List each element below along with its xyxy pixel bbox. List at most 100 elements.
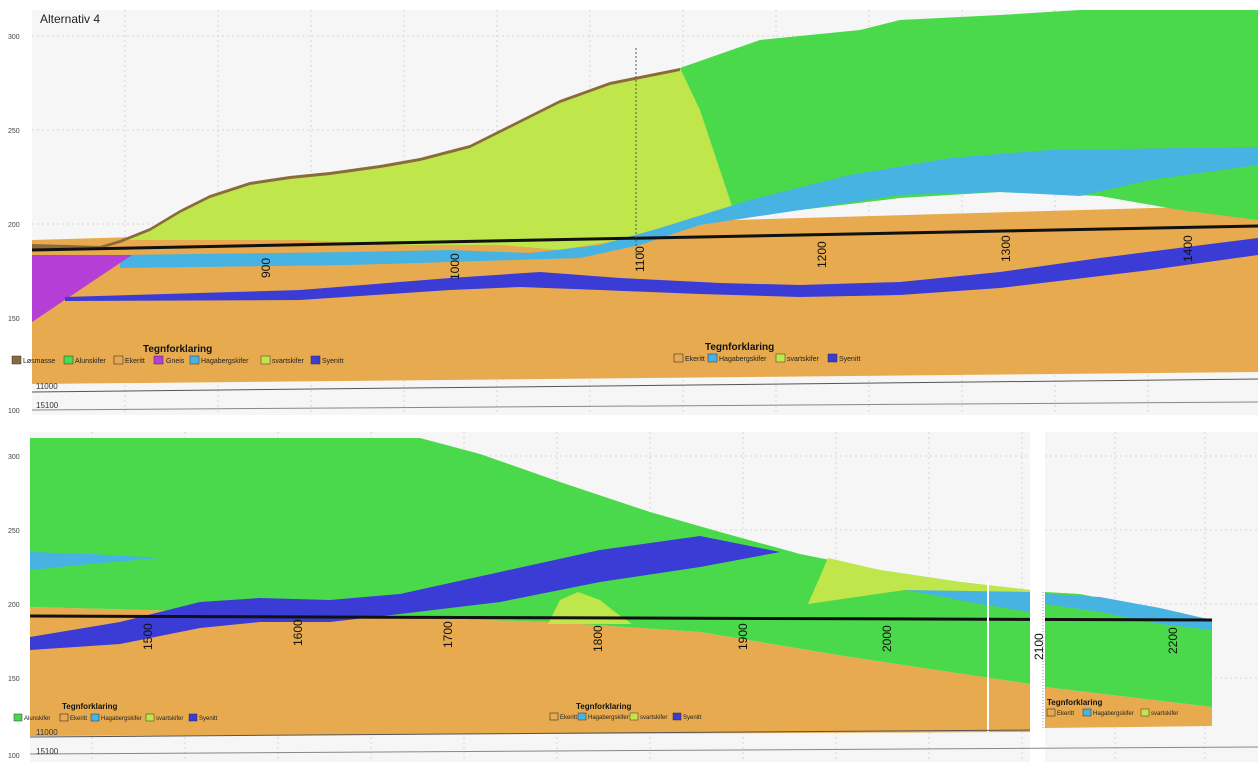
legend-swatch-syenitt: [310, 355, 321, 365]
layer-syenitt: [65, 238, 1258, 301]
section-break: [1030, 432, 1045, 762]
legend-swatch-svartskifer: [260, 355, 271, 365]
legend-label: svartskifer: [640, 715, 667, 721]
legend-label: Ekeritt: [560, 715, 577, 721]
legend-label: Hagabergskifer: [588, 715, 629, 721]
elev-tick: 200: [8, 222, 20, 229]
legend-2: Tegnforklaring Ekeritt Hagabergskifer sv…: [673, 342, 860, 363]
elev-tick: 100: [8, 408, 20, 415]
legend-c: Tegnforklaring Ekeritt Hagabergskifer sv…: [1046, 698, 1178, 717]
legend-title: Tegnforklaring: [576, 702, 632, 711]
chainage-label: 1200: [815, 241, 829, 268]
legend-swatch-hagabergskifer: [577, 712, 587, 721]
legend-label: Alunskifer: [75, 358, 106, 365]
chainage-label: 2100: [1032, 633, 1046, 660]
chainage-label: 900: [259, 258, 273, 278]
layer-hagabergskifer-right: [905, 590, 1030, 612]
legend-swatch-ekeritt: [673, 353, 684, 363]
legend-swatch-syenitt: [827, 353, 838, 363]
layer-svartskifer-wedge: [808, 558, 1030, 604]
elev-tick: 200: [8, 602, 20, 609]
chainage-label: 1100: [633, 246, 647, 272]
legend-label: Ekeritt: [125, 358, 145, 365]
chainage-label: 1300: [999, 235, 1013, 262]
elev-tick: 150: [8, 316, 20, 323]
chainage-label: 2200: [1166, 627, 1180, 654]
legend-b: Tegnforklaring Ekeritt Hagabergskifer sv…: [549, 702, 702, 721]
legend-swatch-svartskifer: [629, 712, 639, 721]
legend-swatch-gneis: [153, 355, 164, 365]
tunnel-line: [31, 224, 1258, 252]
elev-tick: 250: [8, 528, 20, 535]
legend-swatch-svartskifer: [145, 713, 155, 722]
legend-label: Syenitt: [683, 715, 702, 721]
chainage-label: 1000: [448, 253, 462, 280]
layer-ekeritt: [32, 205, 1258, 384]
tunnel-line: [29, 614, 1213, 622]
legend-swatch-ekeritt: [1046, 708, 1056, 717]
chainage-label: 2000: [880, 625, 894, 652]
layer-svartskifer-lens: [548, 592, 632, 624]
legend-label: Hagabergskifer: [1093, 711, 1134, 717]
diagram-title: Alternativ 4: [40, 12, 101, 26]
elev-tick: 100: [8, 753, 20, 760]
ref-line-2: [31, 401, 1258, 411]
layer-ekeritt: [30, 607, 1030, 736]
ref-line-2: [29, 746, 1258, 755]
chainage-label: 1700: [441, 621, 455, 648]
layer-losmasse: [32, 68, 680, 250]
legend-label: Ekeritt: [1057, 711, 1074, 717]
layer-gneis: [32, 255, 132, 322]
legend-title: Tegnforklaring: [1047, 698, 1103, 707]
ref-line-1: [29, 729, 1031, 738]
legend-label: Hagabergskifer: [101, 716, 142, 722]
legend-label: svartskifer: [1151, 711, 1178, 717]
profile-1-svg: 300 250 200 150 100 900 1000 1100 1200 1…: [8, 10, 1258, 415]
legend-swatch-svartskifer: [1140, 708, 1150, 717]
ref-label: 11000: [36, 728, 58, 737]
elev-tick: 300: [8, 454, 20, 461]
legend-swatch-hagabergskifer: [707, 353, 718, 363]
elev-tick: 150: [8, 676, 20, 683]
legend-label: Syenitt: [199, 716, 218, 722]
chainage-label: 1600: [291, 619, 305, 646]
legend-label: svartskifer: [272, 358, 305, 365]
chainage-label: 1500: [141, 623, 155, 650]
layer-hagabergskifer-lens: [30, 552, 160, 570]
profile-panel-1: 300 250 200 150 100 900 1000 1100 1200 1…: [8, 10, 1258, 415]
legend-swatch-losmasse: [11, 355, 22, 365]
legend-swatch-hagabergskifer: [90, 713, 100, 722]
legend-swatch-ekeritt: [113, 355, 124, 365]
legend-label: Alunskifer: [24, 716, 50, 722]
profile-panel-2: 300 250 200 150 100 1500 1600 1700 1800 …: [0, 432, 1258, 762]
ref-label: 15100: [36, 401, 59, 410]
legend-label: Ekeritt: [685, 356, 705, 363]
legend-swatch-syenitt: [188, 713, 198, 722]
legend-title: Tegnforklaring: [62, 702, 118, 711]
layer-alunskifer: [30, 438, 1030, 684]
layer-ekeritt-right: [1045, 687, 1212, 728]
legend-label: Syenitt: [322, 358, 343, 365]
legend-swatch-ekeritt: [59, 713, 69, 722]
layer-syenitt: [30, 536, 780, 650]
layer-hagabergskifer: [120, 147, 1258, 268]
legend-title: Tegnforklaring: [143, 344, 212, 355]
legend-label: Hagabergskifer: [201, 358, 249, 365]
legend-swatch-hagabergskifer: [1082, 708, 1092, 717]
legend-swatch-syenitt: [672, 712, 682, 721]
chainage-label: 1900: [736, 623, 750, 650]
legend-a: Tegnforklaring Alunskifer Ekeritt Hagabe…: [13, 702, 218, 722]
legend-label: Gneis: [166, 358, 185, 365]
legend-swatch-hagabergskifer: [189, 355, 200, 365]
legend-title: Tegnforklaring: [705, 342, 774, 353]
legend-swatch-svartskifer: [775, 353, 786, 363]
legend-1: Tegnforklaring Løsmasse Alunskifer Ekeri…: [11, 344, 343, 365]
elev-tick: 300: [8, 34, 20, 41]
chainage-label: 1800: [591, 625, 605, 652]
legend-label: Syenitt: [839, 356, 860, 363]
profile-2-svg: 300 250 200 150 100 1500 1600 1700 1800 …: [8, 432, 1258, 762]
legend-label: Hagabergskifer: [719, 356, 767, 363]
ref-label: 15100: [36, 747, 59, 756]
elev-tick: 250: [8, 128, 20, 135]
ref-line-1: [31, 378, 1258, 393]
